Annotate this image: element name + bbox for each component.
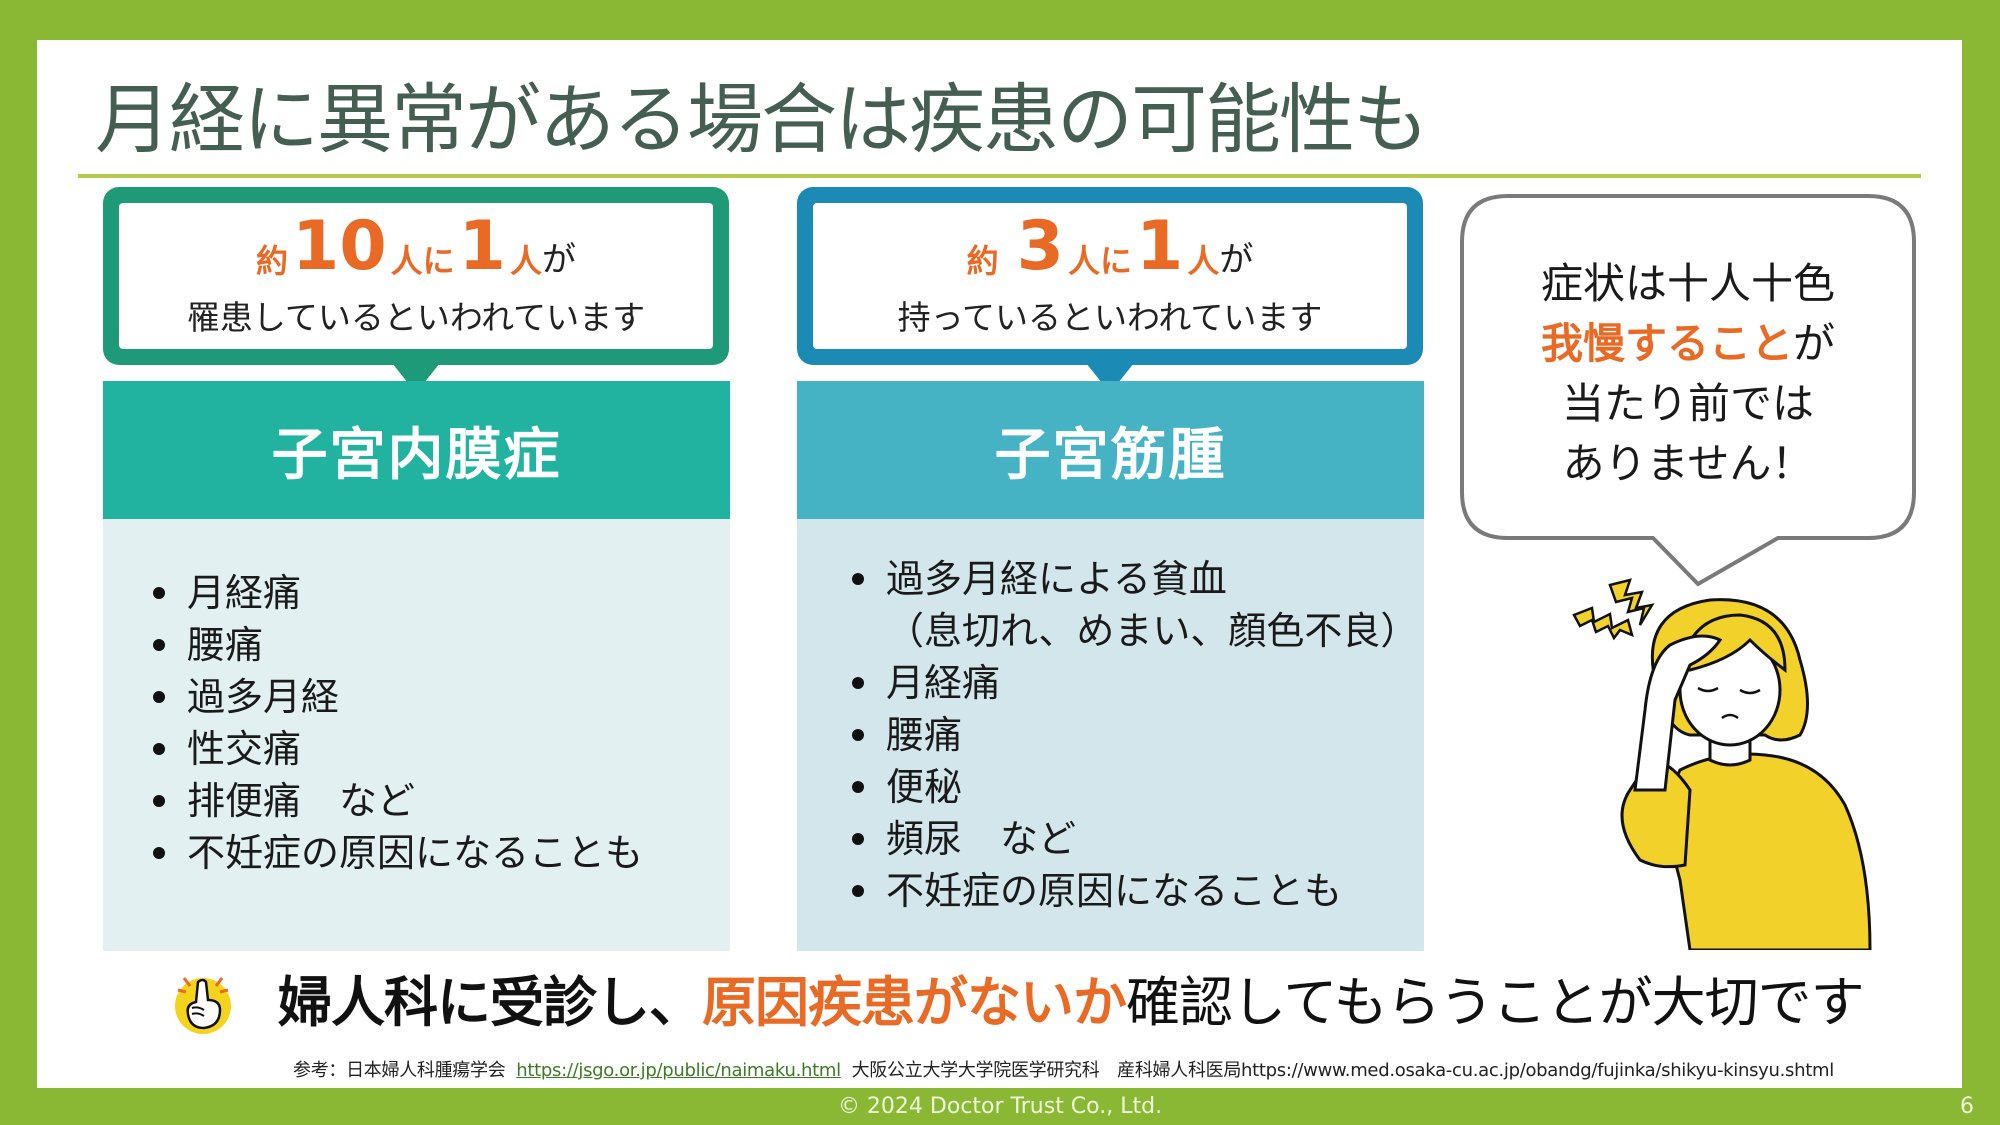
bullet-icon	[852, 885, 864, 897]
bullet-icon	[153, 587, 165, 599]
stat-unit-1: 人に	[1067, 242, 1132, 280]
page-title: 月経に異常がある場合は疾患の可能性も	[95, 75, 1429, 164]
list-item: 頻尿 など	[852, 813, 1424, 865]
footer-copyright: © 2024 Doctor Trust Co., Ltd.	[837, 1094, 1163, 1119]
bubble-line-2: 我慢することが	[1458, 314, 1918, 374]
speech-bubble-outline-icon	[1460, 194, 1916, 587]
list-item: 便秘	[852, 761, 1424, 813]
symptom-text: 頻尿 など	[886, 817, 1077, 861]
symptom-text: 月経痛	[886, 661, 1001, 705]
cta-part-1: 婦人科に受診し、	[278, 971, 703, 1034]
reference-link-jsgo[interactable]: https://jsgo.or.jp/public/naimaku.html	[516, 1060, 841, 1081]
symptom-text: 過多月経	[187, 675, 340, 719]
fibroid-stat-box: 約 3 人に 1 人 が 持っているといわれています	[797, 187, 1423, 393]
fibroid-symptom-list: 過多月経による貧血 （息切れ、めまい、顔色不良） 月経痛 腰痛 便秘 頻尿 など…	[852, 553, 1424, 917]
symptom-text: 腰痛	[886, 713, 963, 757]
stat-prefix: 約	[255, 242, 288, 280]
list-item-continuation: （息切れ、めまい、顔色不良）	[852, 605, 1424, 657]
woman-headache-icon	[1572, 578, 1872, 950]
bullet-icon	[852, 677, 864, 689]
stat-number-2: 1	[1136, 207, 1184, 286]
stat-suffix: が	[1219, 240, 1254, 280]
symptom-text: 性交痛	[187, 727, 302, 771]
cta-part-3: 確認してもらうことが大切です	[1126, 971, 1865, 1034]
bullet-icon	[852, 729, 864, 741]
list-item: 月経痛	[852, 657, 1424, 709]
bubble-line-4: ありません！	[1562, 439, 1814, 488]
bullet-icon	[852, 781, 864, 793]
fibroid-stat-ratio: 約 3 人に 1 人 が	[967, 213, 1254, 281]
stat-number-1: 10	[292, 207, 387, 286]
symptom-text: 便秘	[886, 765, 963, 809]
reference-citation: 参考：日本婦人科腫瘍学会 https://jsgo.or.jp/public/n…	[293, 1056, 1834, 1082]
bubble-line-2-tail: が	[1793, 319, 1836, 368]
symptom-text: 不妊症の原因になることも	[187, 831, 644, 875]
endometriosis-header: 子宮内膜症	[103, 381, 730, 519]
list-item: 排便痛 など	[153, 775, 730, 827]
pointing-finger-icon	[175, 977, 231, 1034]
reference-label: 参考：日本婦人科腫瘍学会	[293, 1060, 506, 1081]
symptom-text: 過多月経による貧血	[886, 557, 1227, 601]
stat-suffix: が	[542, 240, 576, 280]
bullet-icon	[153, 639, 165, 651]
fibroid-header: 子宮筋腫	[797, 381, 1424, 519]
bubble-line-1: 症状は十人十色	[1540, 259, 1835, 308]
bullet-icon	[852, 833, 864, 845]
list-item: 不妊症の原因になることも	[852, 865, 1424, 917]
endometriosis-symptom-panel: 月経痛 腰痛 過多月経 性交痛 排便痛 など 不妊症の原因になることも	[103, 519, 730, 951]
list-item: 腰痛	[153, 619, 730, 671]
speech-bubble: 症状は十人十色 我慢することが 当たり前では ありません！	[1458, 192, 1918, 587]
endometriosis-stat-ratio: 約 10 人に 1 人 が	[256, 213, 576, 281]
stat-number-1: 3	[1016, 207, 1064, 286]
bullet-icon	[153, 691, 165, 703]
page-number: 6	[1960, 1094, 1974, 1119]
endometriosis-stat-description: 罹患しているといわれています	[186, 298, 646, 337]
symptom-detail-text: （息切れ、めまい、顔色不良）	[886, 609, 1419, 653]
endometriosis-stat-box: 約 10 人に 1 人 が 罹患しているといわれています	[103, 187, 729, 393]
list-item: 過多月経による貧血	[852, 553, 1424, 605]
stat-number-2: 1	[458, 207, 506, 286]
bullet-icon	[153, 743, 165, 755]
bubble-message: 症状は十人十色 我慢することが 当たり前では ありません！	[1458, 254, 1918, 494]
bubble-line-3: 当たり前では	[1561, 379, 1814, 428]
symptom-text: 不妊症の原因になることも	[886, 869, 1343, 913]
list-item: 過多月経	[153, 671, 730, 723]
stat-unit-1: 人に	[390, 242, 455, 280]
list-item: 不妊症の原因になることも	[153, 827, 730, 879]
list-item: 性交痛	[153, 723, 730, 775]
list-item: 腰痛	[852, 709, 1424, 761]
reference-source-osaka: 大阪公立大学大学院医学研究科 産科婦人科医局https://www.med.os…	[851, 1060, 1835, 1081]
bullet-icon	[852, 573, 864, 585]
stat-unit-2: 人	[509, 242, 542, 280]
symptom-text: 月経痛	[187, 571, 302, 615]
stat-unit-2: 人	[1187, 242, 1220, 280]
bubble-emphasis: 我慢すること	[1540, 319, 1793, 368]
bullet-icon	[153, 795, 165, 807]
fibroid-stat-description: 持っているといわれています	[897, 298, 1323, 337]
cta-emphasis: 原因疾患がないか	[702, 971, 1127, 1034]
fibroid-symptom-panel: 過多月経による貧血 （息切れ、めまい、顔色不良） 月経痛 腰痛 便秘 頻尿 など…	[797, 519, 1424, 951]
symptom-text: 排便痛 など	[187, 779, 416, 823]
symptom-text: 腰痛	[187, 623, 264, 667]
bullet-icon	[153, 847, 165, 859]
endometriosis-symptom-list: 月経痛 腰痛 過多月経 性交痛 排便痛 など 不妊症の原因になることも	[153, 567, 730, 879]
title-underline	[78, 174, 1921, 178]
list-item: 月経痛	[153, 567, 730, 619]
stat-prefix: 約	[966, 242, 999, 280]
call-to-action-message: 婦人科に受診し、原因疾患がないか確認してもらうことが大切です	[278, 970, 1865, 1036]
